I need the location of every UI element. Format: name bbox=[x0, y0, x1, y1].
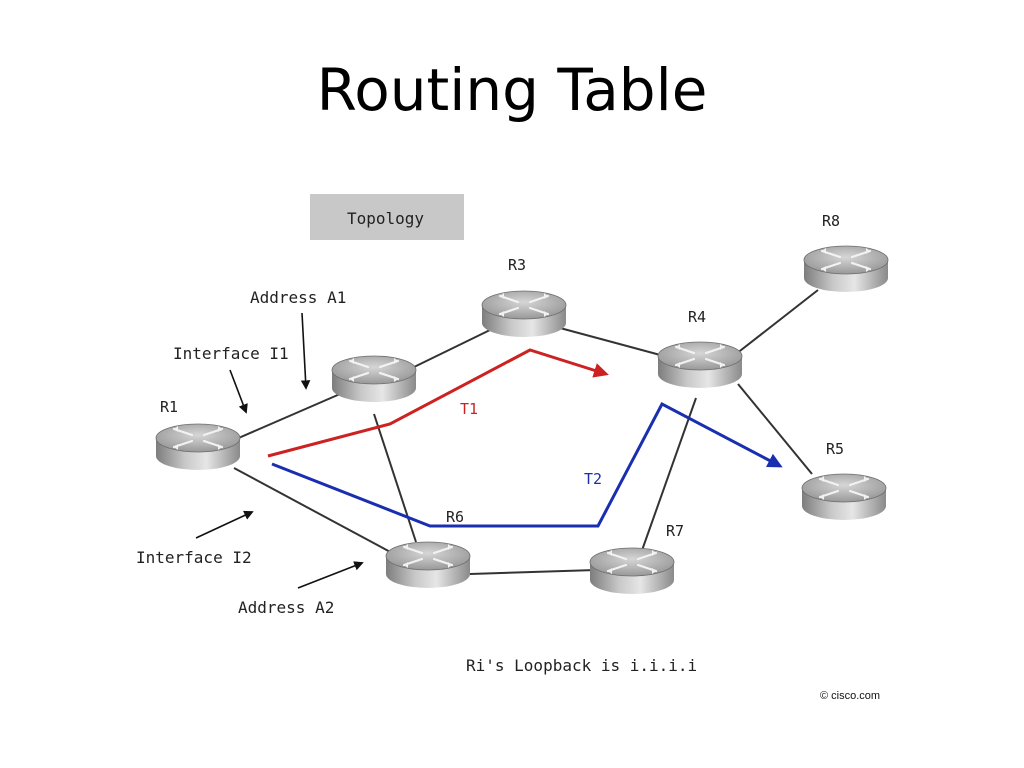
tunnel-t1-path bbox=[267, 348, 609, 458]
router-r3-icon bbox=[480, 289, 568, 339]
topology-label: Topology bbox=[347, 209, 424, 228]
router-r5-icon bbox=[800, 472, 888, 522]
link-r1-r6 bbox=[233, 467, 395, 555]
arrow-interface-i2 bbox=[195, 510, 254, 539]
slide-title: Routing Table bbox=[316, 56, 708, 124]
router-r6-icon bbox=[384, 540, 472, 590]
loopback-note: Ri's Loopback is i.i.i.i bbox=[466, 656, 697, 675]
link-r4-r5 bbox=[737, 383, 813, 475]
arrow-address-a2 bbox=[297, 561, 364, 589]
router-r2-icon bbox=[330, 354, 418, 404]
router-r7-icon bbox=[588, 546, 676, 596]
router-label-r7: R7 bbox=[666, 522, 684, 540]
annotation-address-a2: Address A2 bbox=[238, 598, 334, 617]
link-r4-r8 bbox=[735, 289, 819, 355]
link-r4-r7 bbox=[639, 397, 697, 557]
router-r8-icon bbox=[802, 244, 890, 294]
link-r6-r7 bbox=[469, 569, 597, 575]
tunnel-label-t1: T1 bbox=[460, 400, 478, 418]
network-links bbox=[233, 289, 819, 575]
router-label-r5: R5 bbox=[826, 440, 844, 458]
annotation-address-a1: Address A1 bbox=[250, 288, 346, 307]
router-label-r4: R4 bbox=[688, 308, 706, 326]
arrow-address-a1 bbox=[300, 312, 311, 390]
tunnel-label-t2: T2 bbox=[584, 470, 602, 488]
router-label-r3: R3 bbox=[508, 256, 526, 274]
link-r1-r2 bbox=[233, 393, 341, 441]
image-credit: © cisco.com bbox=[820, 690, 880, 702]
link-r3-r4 bbox=[559, 327, 665, 357]
router-label-r1: R1 bbox=[160, 398, 178, 416]
annotation-interface-i1: Interface I1 bbox=[173, 344, 289, 363]
link-r2-r6 bbox=[373, 413, 417, 543]
router-r1-icon bbox=[154, 422, 242, 472]
router-label-r6: R6 bbox=[446, 508, 464, 526]
router-label-r8: R8 bbox=[822, 212, 840, 230]
router-r4-icon bbox=[656, 340, 744, 390]
arrow-interface-i1 bbox=[229, 369, 248, 414]
annotation-interface-i2: Interface I2 bbox=[136, 548, 252, 567]
tunnel-t2-path bbox=[271, 401, 783, 528]
link-r2-r3 bbox=[411, 329, 491, 369]
topology-label-box bbox=[310, 194, 464, 240]
